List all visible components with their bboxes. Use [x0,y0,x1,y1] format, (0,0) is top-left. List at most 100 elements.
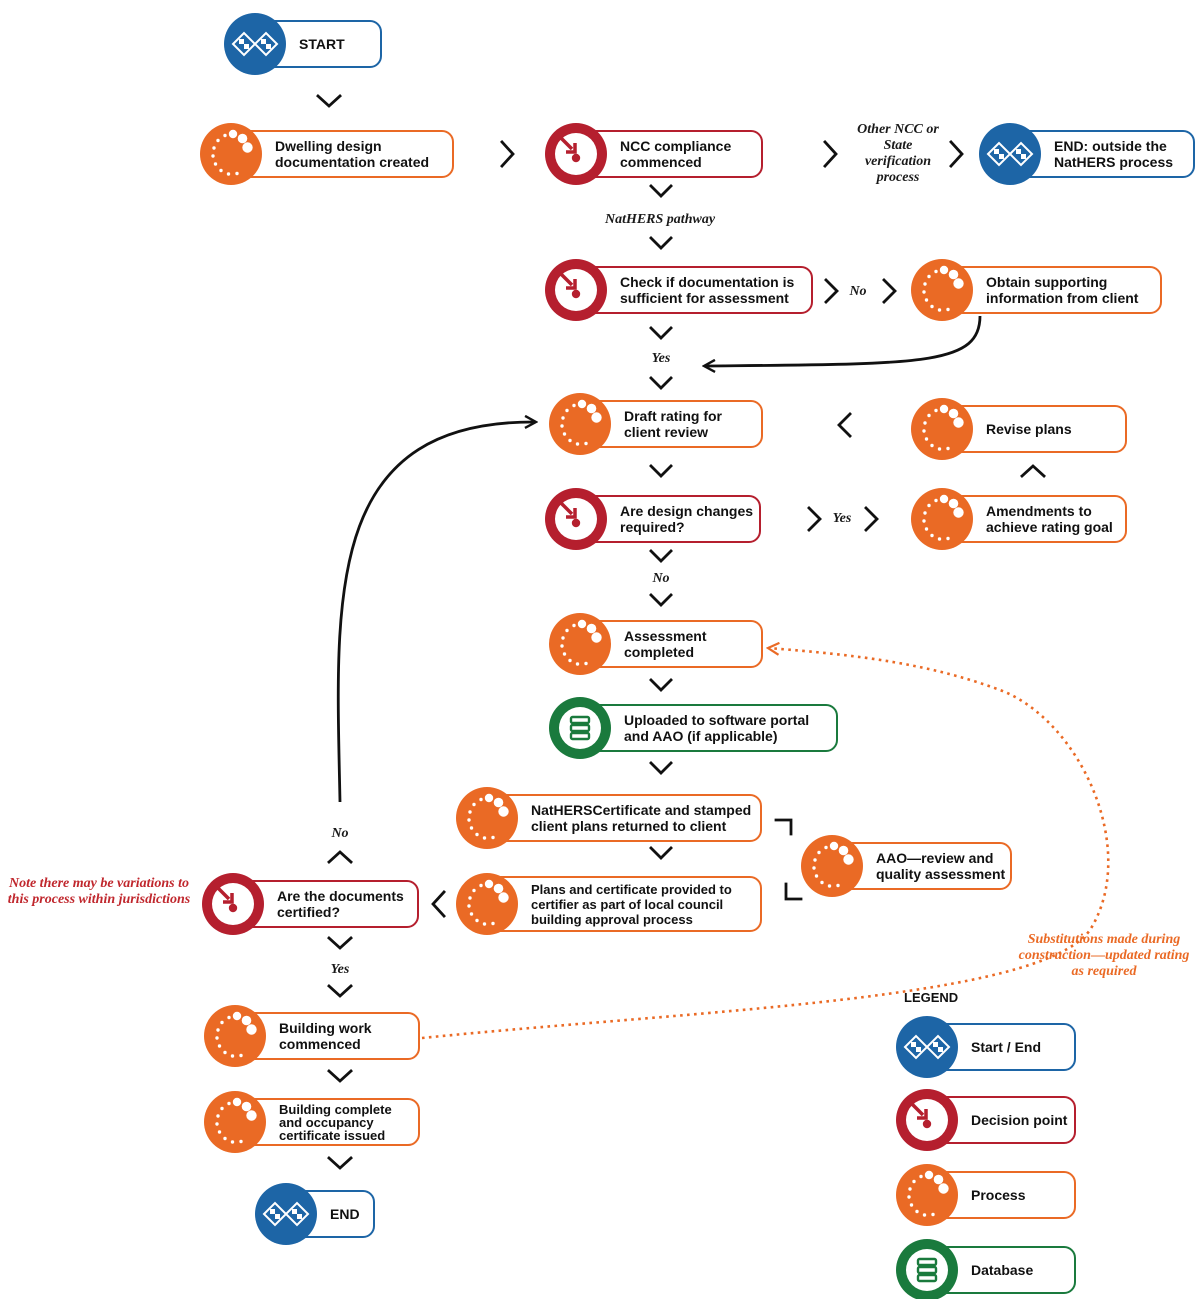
chevron-down-icon [327,1069,353,1083]
documents-certified-label: Are the documents certified? [277,888,404,920]
documents-certified-node: Are the documents certified? [201,873,419,935]
aao-review-label: AAO—review and quality assessment [876,850,1006,882]
chevron-down-icon [649,678,673,692]
progress-dots-icon [911,259,973,321]
building-work-box: Building work commenced [231,1012,420,1060]
chevron-right-icon [824,278,839,304]
chevron-down-icon [649,236,673,250]
chevron-right-icon [864,506,879,532]
start-node: START [223,13,382,75]
chevron-right-icon [807,506,822,532]
uploaded-label: Uploaded to software portal and AAO (if … [624,712,810,744]
corner-bracket-icon [774,818,793,836]
revise-plans-node: Revise plans [910,398,1127,460]
check-documentation-label: Check if documentation is sufficient for… [620,274,795,306]
certificate-returned-box: NatHERSCertificate and stamped client pl… [483,794,762,842]
no-label-design: No [652,571,670,586]
chevron-down-icon [327,1156,353,1170]
legend-item-label: Database [971,1262,1034,1278]
legend-title: LEGEND [904,990,959,1005]
database-icon [549,697,611,759]
target-arrow-icon [545,259,607,321]
target-arrow-icon [545,123,607,185]
certificate-returned-node: NatHERSCertificate and stamped client pl… [455,787,762,849]
substitution-dotted-arrow [421,648,1110,1040]
aao-review-node: AAO—review and quality assessment [800,835,1012,897]
jurisdiction-note: Note there may be variations to this pro… [7,876,191,907]
chevron-down-icon [649,549,673,563]
chevron-down-icon [649,376,673,390]
ncc-compliance-node: NCC compliance commenced [544,123,763,185]
progress-dots-icon [549,393,611,455]
target-arrow-icon [202,873,264,935]
progress-dots-icon [911,398,973,460]
progress-dots-icon [549,613,611,675]
checkered-flags-icon [896,1016,958,1078]
legend-item-start-end: Start / End [895,1016,1076,1078]
chevron-right-icon [949,140,964,168]
ncc-compliance-label: NCC compliance commenced [620,138,732,170]
progress-dots-icon [896,1164,958,1226]
draft-rating-node: Draft rating for client review [548,393,763,455]
obtain-info-node: Obtain supporting information from clien… [910,259,1162,321]
progress-dots-icon [204,1005,266,1067]
natHERS-pathway-label: NatHERS pathway [604,212,716,227]
chevron-left-icon [837,412,852,438]
amendments-label: Amendments to achieve rating goal [986,503,1113,535]
dwelling-design-label: Dwelling design documentation created [275,138,430,170]
return-arrow-obtain-to-yes [704,315,982,366]
loop-arrow-no-to-draft [336,422,536,803]
chevron-right-icon [500,140,515,168]
chevron-down-icon [327,984,353,998]
chevron-down-icon [327,936,353,950]
building-complete-node: Building complete and occupancy certific… [203,1091,420,1153]
chevron-right-icon [882,278,897,304]
amendments-node: Amendments to achieve rating goal [910,488,1127,550]
target-arrow-icon [545,488,607,550]
certificate-returned-label: NatHERSCertificate and stamped client pl… [531,802,752,834]
end-node-label: END [330,1206,360,1222]
legend-item-process: Process [895,1164,1076,1226]
dwelling-design-node: Dwelling design documentation created [199,123,454,185]
yes-label-design: Yes [832,511,852,526]
check-documentation-node: Check if documentation is sufficient for… [544,259,813,321]
other-process-label: Other NCC or State verification process [857,122,939,185]
obtain-info-label: Obtain supporting information from clien… [986,274,1139,306]
chevron-right-icon [823,140,838,168]
end-outside-node: END: outside the NatHERS process [978,123,1195,185]
assessment-completed-node: Assessment completed [548,613,763,675]
uploaded-node: Uploaded to software portal and AAO (if … [548,697,838,759]
aao-review-box: AAO—review and quality assessment [828,842,1012,890]
substitutions-note: Substitutions made during construction—u… [1018,932,1190,979]
progress-dots-icon [456,873,518,935]
design-changes-node: Are design changes required? [544,488,761,550]
corner-bracket-icon [784,882,803,901]
no-label-check: No [849,284,867,299]
yes-label-check: Yes [651,351,671,366]
no-label-certified: No [331,826,349,841]
plans-provided-label: Plans and certificate provided to certif… [531,881,732,927]
check-documentation-box: Check if documentation is sufficient for… [572,266,813,314]
start-node-label: START [299,36,345,52]
chevron-up-icon [327,850,353,864]
legend-item-label: Decision point [971,1112,1068,1128]
assessment-completed-label: Assessment completed [624,628,707,660]
chevron-down-icon [649,464,673,478]
progress-dots-icon [456,787,518,849]
checkered-flags-icon [255,1183,317,1245]
building-work-node: Building work commenced [203,1005,420,1067]
legend-item-label: Process [971,1187,1026,1203]
revise-plans-label: Revise plans [986,421,1072,437]
checkered-flags-icon [979,123,1041,185]
design-changes-label: Are design changes required? [620,503,754,535]
plans-provided-node: Plans and certificate provided to certif… [455,873,762,935]
progress-dots-icon [200,123,262,185]
progress-dots-icon [911,488,973,550]
legend-item-database: Database [895,1239,1076,1299]
draft-rating-label: Draft rating for client review [624,408,722,440]
building-complete-label: Building complete and occupancy certific… [279,1101,392,1143]
database-icon [896,1239,958,1299]
progress-dots-icon [801,835,863,897]
